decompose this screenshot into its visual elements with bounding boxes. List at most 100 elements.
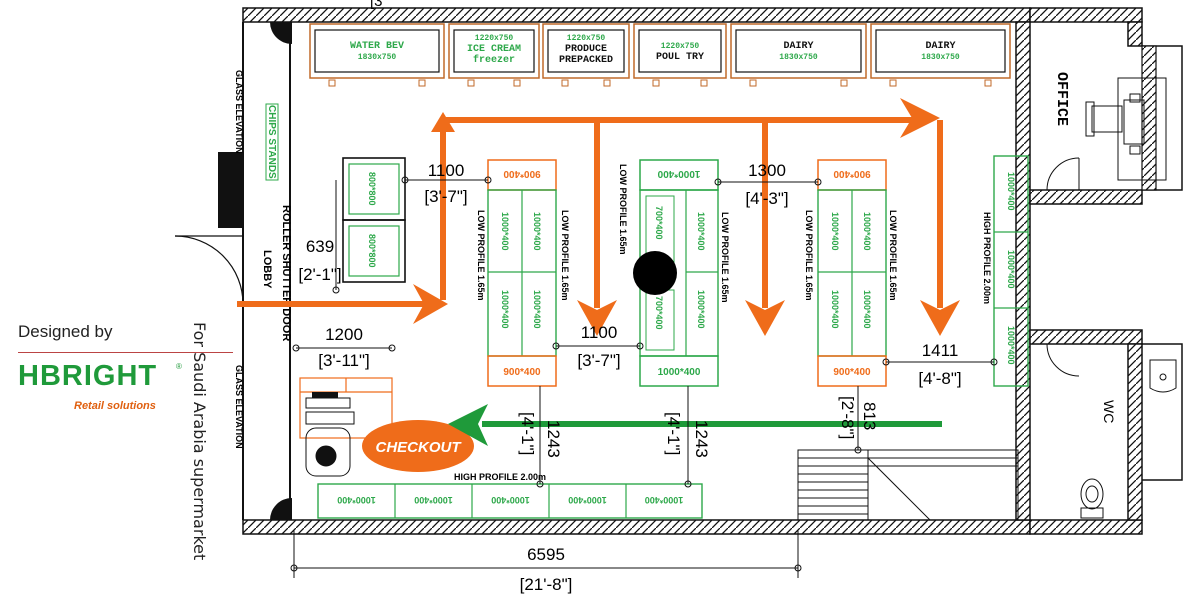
dim-1243b-imp: [4'-1"] [664, 412, 683, 455]
office-label: OFFICE [1053, 72, 1070, 126]
bottom-unit-1: 1000*400 [337, 495, 376, 505]
dim-1411: 1411 [922, 341, 959, 360]
right-wall-unit-b: 1000*400 [1006, 250, 1016, 289]
wall-fixture-3-text-3: PREPACKED [559, 55, 613, 66]
cashier-chair [305, 427, 351, 477]
dim-639-imp: [2'-1"] [298, 265, 341, 284]
dim-1100a-imp: [3'-7"] [424, 187, 467, 206]
dim-1100b: 1100 [581, 323, 618, 342]
designed-by-label: Designed by [18, 322, 113, 341]
cooler-800-top: 800*800 [342, 157, 406, 221]
checkout-badge [362, 420, 474, 472]
office-desk [1085, 77, 1167, 181]
island-3-low-profile-left: LOW PROFILE 1.65m [804, 210, 814, 301]
flow-arrowheads [413, 98, 960, 336]
island-1-low-profile-right: LOW PROFILE 1.65m [560, 210, 570, 301]
flow-checkout-arrowhead [448, 404, 488, 446]
island-2-unit-1000a: 1000*400 [696, 212, 706, 251]
wall-fixture-1-text-1: WATER BEV [350, 41, 404, 52]
pos-terminal [305, 392, 355, 425]
bottom-unit-5: 1000*400 [645, 495, 684, 505]
island-1-top-end-label: 900*400 [503, 168, 541, 179]
dim-1100b-imp: [3'-7"] [577, 351, 620, 370]
glass-elevation-bottom-label: GLASS ELEVATION [234, 365, 244, 449]
walls [174, 7, 1183, 535]
island-3-unit-c: 1000*400 [830, 290, 840, 329]
right-wall-gondola: 1000*400 1000*400 1000*400 HIGH PROFILE … [982, 155, 1029, 387]
island-2-top-end-label: 1000*400 [657, 168, 700, 179]
dim-1100a: 1100 [428, 161, 465, 180]
arrowhead-aisle-2 [745, 300, 785, 336]
registered-icon: ® [176, 362, 182, 371]
dim-1300-imp: [4'-3"] [745, 189, 788, 208]
chips-stands: CHIPS STANDS [265, 103, 279, 181]
wall-fixture-5-text-1: DAIRY [783, 41, 813, 52]
island-2-low-profile-right: LOW PROFILE 1.65m [720, 212, 730, 303]
arrowhead-aisle-3 [920, 300, 960, 336]
flow-arrows [237, 117, 943, 308]
wall-fixture-3-text-2: PRODUCE [565, 44, 607, 55]
glass-elevation-top-label: GLASS ELEVATION [234, 70, 244, 154]
island-1-unit-a: 1000*400 [500, 212, 510, 251]
wall-fixture-3-text-1: 1220x750 [567, 34, 606, 43]
arrowhead-right [900, 98, 940, 138]
wc-sink [1149, 359, 1177, 393]
right-wall-unit-c: 1000*400 [1006, 326, 1016, 365]
bottom-unit-4: 1000*400 [568, 495, 607, 505]
arrowhead-aisle-1 [577, 300, 617, 336]
wall-fixture-2-text-3: freezer [473, 54, 515, 66]
chips-stands-label: CHIPS STANDS [266, 105, 277, 179]
right-wall-unit-a: 1000*400 [1006, 172, 1016, 211]
island-1-bottom-end-label: 900*400 [503, 367, 541, 378]
island-2-column [633, 251, 677, 295]
island-2-bottom-end-label: 1000*400 [658, 367, 701, 378]
dim-6595-imp: [21'-8"] [520, 575, 573, 594]
roller-shutter-label: ROLLER SHUTTER DOOR [280, 205, 292, 341]
island-1-low-profile-left: LOW PROFILE 1.65m [476, 210, 486, 301]
brand-divider [18, 352, 233, 353]
project-caption: For Saudi Arabia supermarket [190, 322, 209, 561]
brand-block: Designed by HBRIGHT ® Retail solutions [18, 322, 233, 412]
wall-fixture-6-text-2: 1830x750 [921, 53, 960, 62]
wall-fixture-4-text-1: 1220x750 [661, 42, 700, 51]
wall-fixture-1-text-2: 1830x750 [358, 53, 397, 62]
dim-639: 639 [306, 237, 334, 256]
dim-top-partial: [3 [370, 0, 383, 10]
right-wall-high-profile: HIGH PROFILE 2.00m [982, 212, 992, 304]
dim-813-imp: [2'-8"] [838, 396, 857, 439]
dimension-ticks [290, 176, 998, 572]
checkout-label: CHECKOUT [376, 439, 463, 456]
wall-fixture-5-text-2: 1830x750 [779, 53, 818, 62]
island-1-unit-d: 1000*400 [532, 290, 542, 329]
bottom-unit-2: 1000*400 [414, 495, 453, 505]
brand-logo: HBRIGHT [18, 360, 158, 392]
island-2-unit-700a: 700*400 [654, 206, 664, 240]
island-1: 900*400 1000*400 1000*400 1000*400 1000*… [476, 159, 570, 387]
island-2-unit-700b: 700*400 [654, 296, 664, 330]
dim-1243a-imp: [4'-1"] [518, 412, 537, 455]
dim-1411-imp: [4'-8"] [918, 369, 961, 388]
cooler-800-bottom-label: 800*800 [367, 234, 377, 268]
dim-1200-imp: [3'-11"] [318, 351, 370, 370]
wc-label: WC [1101, 400, 1117, 423]
dim-1300: 1300 [748, 161, 786, 180]
island-3-bottom-end-label: 900*400 [833, 367, 871, 378]
wall-fixture-6-text-1: DAIRY [925, 41, 955, 52]
dim-1243a: 1243 [544, 420, 563, 458]
island-2-low-profile-left: LOW PROFILE 1.65m [618, 164, 628, 255]
wall-fixture-2-text-1: 1220x750 [475, 34, 514, 43]
lobby-label: LOBBY [261, 250, 273, 289]
dim-6595: 6595 [527, 545, 565, 564]
bottom-unit-3: 1000*400 [491, 495, 530, 505]
arrowhead-up [431, 112, 455, 132]
island-3-unit-a: 1000*400 [830, 212, 840, 251]
wall-fixture-4-text-2: POUL TRY [656, 52, 704, 63]
island-1-unit-b: 1000*400 [532, 212, 542, 251]
